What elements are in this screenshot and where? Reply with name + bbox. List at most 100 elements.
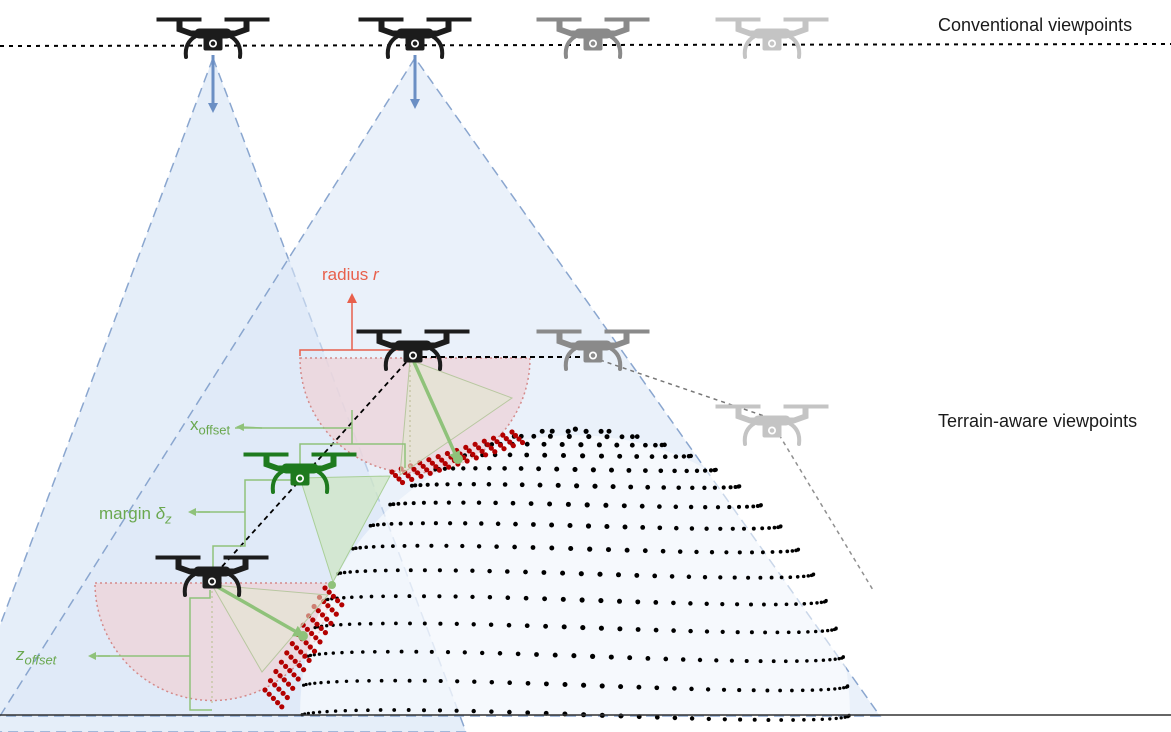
observed-point [301, 667, 307, 673]
terrain-point [733, 484, 738, 490]
terrain-point [672, 686, 677, 691]
terrain-point [720, 629, 725, 635]
terrain-point [531, 433, 537, 439]
terrain-point [605, 547, 612, 553]
terrain-point [766, 718, 771, 722]
terrain-point [359, 595, 363, 599]
observed-point [512, 432, 519, 439]
terrain-point [722, 717, 727, 722]
terrain-point [746, 575, 751, 580]
terrain-point [317, 710, 322, 714]
observed-point [317, 639, 323, 645]
look-arrow-upper [412, 361, 461, 464]
terrain-point [561, 624, 567, 630]
observed-point [277, 673, 283, 679]
terrain-point [446, 500, 452, 505]
terrain-point [718, 575, 723, 580]
terrain-point [721, 687, 727, 692]
terrain-point [364, 545, 369, 550]
terrain-point [838, 686, 842, 691]
terrain-point [502, 466, 507, 471]
terrain-point [681, 454, 687, 459]
terrain-point [708, 468, 714, 473]
terrain-point [636, 684, 642, 690]
observed-terrain-points [262, 429, 526, 710]
terrain-point [624, 547, 630, 553]
terrain-point [820, 717, 825, 722]
terrain-point [604, 434, 610, 440]
x-offset-label: xoffset [190, 416, 230, 436]
radius-label: radius r [322, 266, 379, 283]
terrain-point [758, 659, 763, 664]
terrain-point [688, 504, 694, 510]
terrain-aware-viewpoints-label: Terrain-aware viewpoints [938, 411, 1138, 431]
terrain-point [453, 568, 458, 573]
terrain-point [712, 485, 718, 490]
terrain-point [775, 630, 780, 635]
observed-point [262, 687, 268, 693]
observed-point [302, 653, 308, 659]
terrain-point [705, 687, 711, 692]
terrain-point [828, 658, 832, 662]
terrain-point [408, 568, 413, 573]
terrain-point [617, 453, 623, 459]
observed-point [488, 445, 494, 451]
terrain-point [702, 468, 708, 473]
terrain-point [584, 502, 590, 508]
terrain-point [619, 434, 625, 440]
terrain-aware-path-diagonal [209, 357, 411, 581]
drone-icon-conventional-2 [357, 16, 473, 59]
terrain-point [702, 575, 708, 580]
observed-point [411, 466, 417, 472]
terrain-point [778, 549, 783, 554]
observed-point [339, 602, 345, 608]
observed-point [497, 442, 504, 448]
terrain-point [493, 500, 498, 506]
look-arrow-lower [215, 584, 306, 637]
terrain-point [471, 622, 476, 627]
terrain-point [672, 715, 678, 721]
margin-label: margin δz [99, 505, 172, 525]
observed-point [418, 473, 424, 479]
observed-point [389, 469, 395, 475]
terrain-point [555, 482, 561, 488]
terrain-point [671, 600, 676, 606]
terrain-point [627, 655, 633, 661]
terrain-point [640, 525, 646, 530]
observed-point [288, 654, 294, 660]
x-offset-arrow [236, 423, 263, 432]
terrain-point [758, 575, 763, 580]
terrain-point [797, 630, 801, 635]
terrain-point [715, 505, 721, 510]
observed-point [319, 612, 326, 618]
terrain-point [549, 522, 555, 528]
terrain-point [616, 572, 621, 578]
terrain-point [689, 526, 695, 531]
terrain-point [773, 602, 778, 607]
terrain-point [634, 572, 640, 578]
terrain-point [512, 544, 517, 550]
terrain-point [476, 544, 482, 549]
terrain-point [444, 543, 449, 548]
terrain-point [790, 549, 795, 553]
terrain-point [385, 649, 390, 654]
terrain-point [565, 501, 571, 507]
terrain-point [598, 428, 604, 434]
terrain-point [704, 601, 709, 606]
observed-point [291, 672, 297, 678]
terrain-point [645, 484, 651, 490]
terrain-point [433, 521, 438, 526]
terrain-point [840, 656, 844, 660]
terrain-point [741, 526, 747, 531]
observed-point [280, 690, 286, 696]
terrain-point [844, 685, 848, 689]
observed-point [464, 458, 470, 464]
terrain-point [301, 683, 306, 687]
observed-point [396, 476, 402, 482]
terrain-point [649, 454, 655, 459]
terrain-point [786, 630, 791, 635]
terrain-point [663, 656, 669, 662]
observed-point [479, 448, 485, 454]
terrain-point [676, 485, 681, 490]
terrain-point [628, 484, 634, 490]
